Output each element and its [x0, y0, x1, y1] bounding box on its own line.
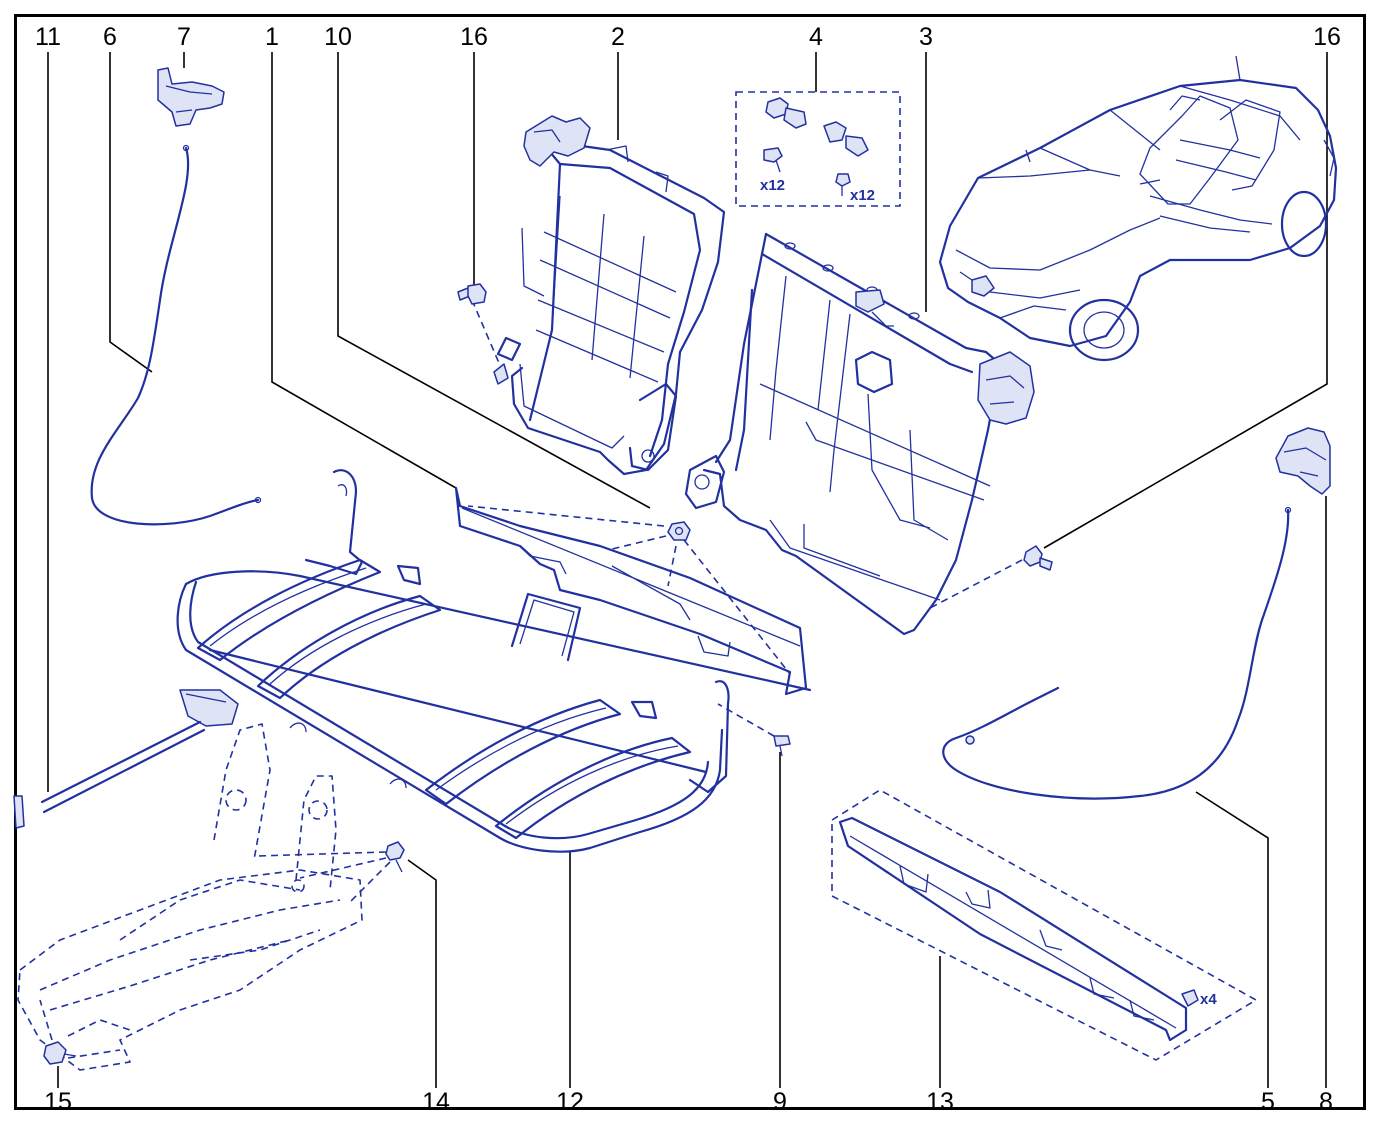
- callout-16-right: 16: [1313, 23, 1341, 51]
- assembly-guides: [467, 299, 1023, 737]
- rail-clips-quantity: x4: [1200, 991, 1217, 1008]
- callout-10: 10: [324, 23, 352, 51]
- release-handle-right: [1275, 427, 1331, 495]
- callout-11: 11: [35, 23, 61, 51]
- leader-5: [1195, 791, 1269, 1088]
- callout-4: 4: [809, 23, 823, 51]
- leader-6: [109, 52, 153, 373]
- callout-labels: 11 6 7 1 10 16 2 4 3 16 15 14 12 9 13 5 …: [35, 23, 1341, 1116]
- leader-1: [271, 52, 457, 489]
- callout-5: 5: [1261, 1088, 1275, 1116]
- callout-3: 3: [919, 23, 933, 51]
- callout-12: 12: [556, 1088, 584, 1116]
- callout-13: 13: [926, 1088, 954, 1116]
- fastener-kit: x12 x12: [735, 91, 901, 207]
- release-cable-right: [942, 506, 1292, 800]
- cushion-release-lever: [13, 689, 239, 829]
- callout-14: 14: [422, 1088, 450, 1116]
- ghost-underframe: [17, 723, 363, 1071]
- leader-lines: [47, 52, 1328, 1088]
- leader-14: [407, 859, 437, 1088]
- backrest-frame-right: [684, 232, 1035, 636]
- screw-9: [773, 735, 791, 757]
- diagram-frame: [14, 14, 1366, 1110]
- spare-rail-bracket: x4: [831, 789, 1258, 1061]
- seat-cushion-frame: [176, 469, 812, 853]
- leader-16-right: [1043, 52, 1328, 549]
- kit-quantity-b: x12: [850, 187, 875, 204]
- bolt-14: [257, 841, 405, 905]
- release-handle-left: [157, 67, 225, 127]
- callout-2: 2: [611, 23, 625, 51]
- vehicle-locator: [938, 55, 1338, 362]
- callout-15: 15: [44, 1088, 72, 1116]
- backrest-frame-left: [493, 115, 726, 476]
- release-cable-left: [90, 144, 262, 526]
- callout-16-left: 16: [460, 23, 488, 51]
- bolt-16-left: [457, 283, 487, 305]
- center-nut: [667, 521, 691, 541]
- callout-9: 9: [773, 1088, 787, 1116]
- leader-10: [337, 52, 651, 509]
- callout-1: 1: [265, 23, 279, 51]
- bolt-15: [39, 999, 121, 1065]
- callout-6: 6: [103, 23, 117, 51]
- callout-7: 7: [177, 23, 191, 51]
- bolt-16-right: [1023, 545, 1053, 571]
- callout-8: 8: [1319, 1088, 1333, 1116]
- kit-quantity-a: x12: [760, 177, 785, 194]
- rear-rail-bracket: [454, 486, 808, 696]
